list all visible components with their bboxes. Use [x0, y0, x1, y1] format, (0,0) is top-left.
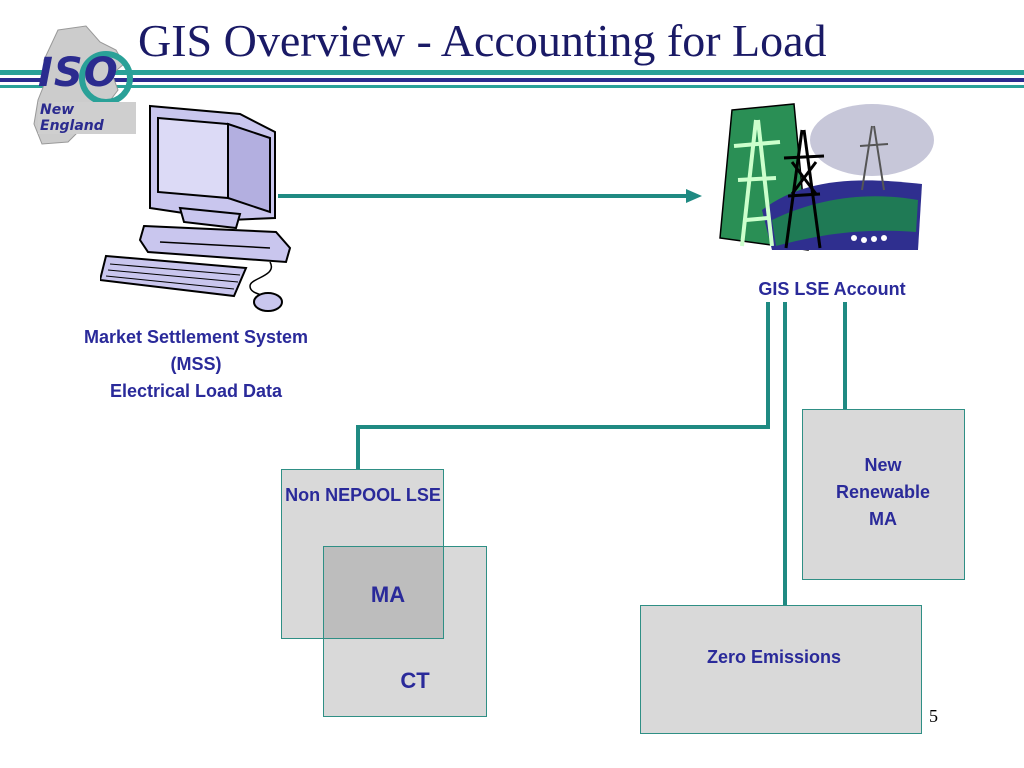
ma-overlap-region: [323, 546, 444, 639]
zero-emissions-box: [640, 605, 922, 734]
ct-label: CT: [400, 668, 430, 693]
mss-label: Market Settlement System (MSS) Electrica…: [36, 324, 356, 405]
non-nepool-lse-label: Non NEPOOL LSE: [285, 485, 441, 505]
gis-lse-account-label: GIS LSE Account: [758, 279, 906, 299]
ma-label: MA: [370, 582, 406, 607]
logo-new-england-text: New England: [38, 102, 136, 134]
page-number: 5: [929, 706, 938, 726]
logo-iso-text: ISO: [38, 50, 119, 96]
non-nepool-outline: [281, 469, 444, 639]
new-renewable-ma-label: New Renewable MA: [835, 455, 931, 529]
mss-label-line1: Market Settlement System: [83, 327, 309, 347]
mss-label-line3: Electrical Load Data: [109, 381, 283, 401]
iso-new-england-logo: ISO New England: [28, 20, 136, 150]
computer-icon: [98, 100, 300, 320]
zero-emissions-label: Zero Emissions: [706, 647, 842, 667]
slide-title: GIS Overview - Accounting for Load: [138, 15, 827, 66]
power-tower-icon: [712, 100, 934, 263]
header-rule-teal-2: [0, 85, 1024, 88]
header-rule-teal: [0, 70, 1024, 75]
new-renewable-ma-box: [802, 409, 965, 580]
mss-label-line2: (MSS): [170, 354, 222, 374]
header-rule-blue: [0, 78, 1024, 82]
arrowhead-icon: [686, 189, 702, 203]
gis-to-non-nepool-line: [356, 302, 770, 470]
